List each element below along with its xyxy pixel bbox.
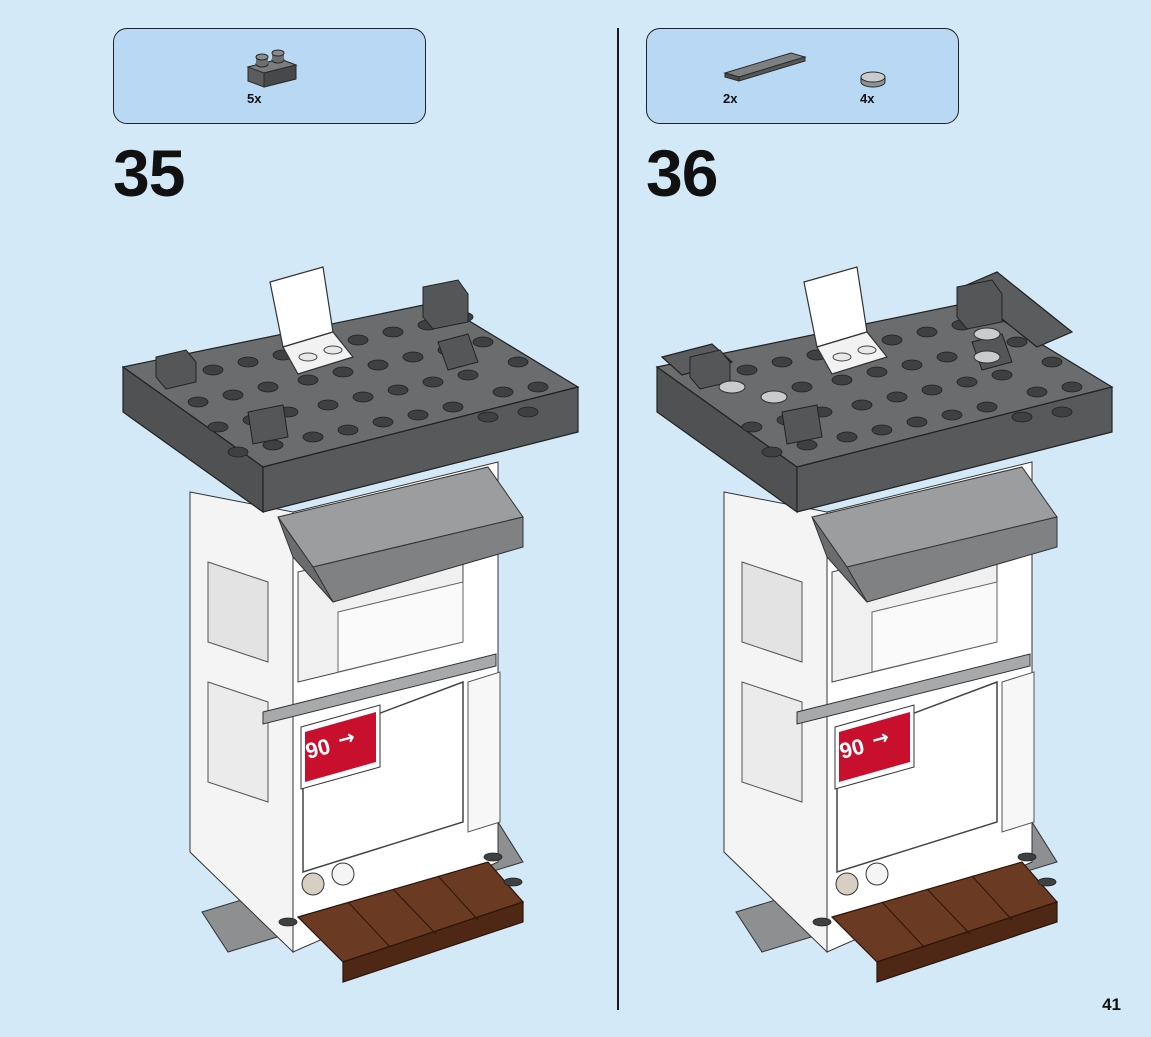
step-divider	[617, 28, 619, 1010]
step-number: 36	[646, 136, 718, 210]
part-quantity: 4x	[860, 91, 875, 106]
building-model-step-35: 90 →	[121, 266, 580, 983]
step-number: 35	[113, 136, 185, 210]
parts-callout-step-36: 2x 4x	[646, 28, 959, 124]
light-grey-round-tile-1x1-icon	[860, 71, 886, 88]
part-quantity: 5x	[247, 91, 262, 106]
page-number: 41	[1102, 995, 1121, 1014]
arrow-right-icon: →	[335, 724, 357, 752]
dark-grey-brick-1x2-with-grille-icon	[246, 49, 298, 88]
building-model-step-36: 90 →	[655, 266, 1114, 983]
arrow-right-icon: →	[869, 724, 891, 752]
parts-callout-step-35: 5x	[113, 28, 426, 124]
speed-sign: 90 →	[300, 704, 381, 790]
speed-sign: 90 →	[834, 704, 915, 790]
dark-grey-tile-1x4-icon	[723, 52, 807, 82]
part-quantity: 2x	[723, 91, 738, 106]
